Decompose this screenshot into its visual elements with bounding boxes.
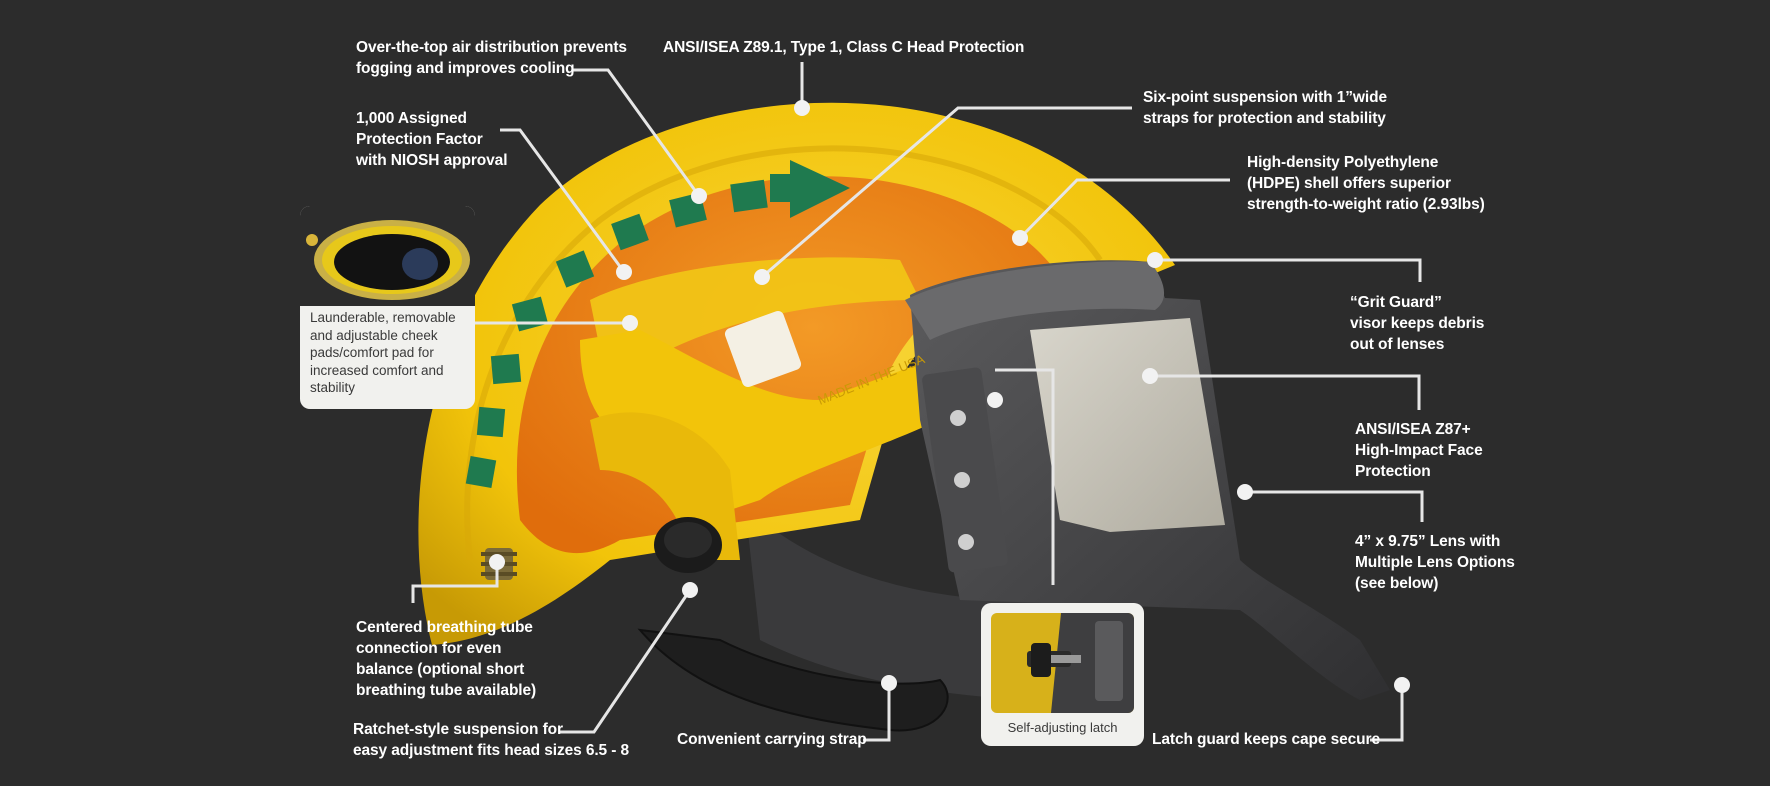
inset-cheek-pads: Launderable, removable and adjustable ch… [300,206,475,409]
callout-ansi-head-protection: ANSI/ISEA Z89.1, Type 1, Class C Head Pr… [663,39,1025,56]
leader-six-point [761,106,1132,279]
leader-hdpe [1018,178,1230,240]
callout-air-distribution: Over-the-top air distribution prevents f… [356,39,627,77]
callout-ratchet-suspension: Ratchet-style suspension for easy adjust… [353,721,630,759]
callout-ansi-face-protection: ANSI/ISEA Z87+ High-Impact Face Protecti… [1355,421,1483,480]
callout-latch-guard: Latch guard keeps cape secure [1152,731,1380,748]
leader-air [572,68,701,197]
leader-tube [411,562,499,603]
inset-self-adjusting-latch: Self-adjusting latch [981,603,1144,746]
lens [1030,318,1225,532]
visor-latch [922,367,1008,573]
callout-protection-factor: 1,000 Assigned Protection Factor with NI… [356,110,508,169]
suspension-buckle [724,310,802,388]
callout-carrying-strap: Convenient carrying strap [677,731,867,748]
leader-latch-guard [1370,685,1404,742]
latch-photo [991,613,1134,713]
shell-rim [464,145,1103,561]
leader-latch [995,368,1055,585]
grit-guard [905,261,1165,340]
callout-breathing-tube: Centered breathing tube connection for e… [356,619,537,699]
callout-hdpe-shell: High-density Polyethylene (HDPE) shell o… [1247,154,1485,213]
leader-ratchet [560,589,692,734]
leader-lines [411,62,1424,742]
inset-latch-caption: Self-adjusting latch [1007,720,1118,735]
leader-dots [489,100,1410,693]
leader-apf [500,128,626,273]
leader-ansi-face [1150,374,1421,410]
leader-strap [863,683,891,742]
callout-grit-guard: “Grit Guard” visor keeps debris out of l… [1350,294,1485,353]
callout-six-point-suspension: Six-point suspension with 1”wide straps … [1143,89,1387,127]
inset-cheek-pads-text: Launderable, removable and adjustable ch… [310,310,456,395]
leader-lens [1245,490,1424,522]
cheek-pad-photo [300,206,475,306]
carrying-strap-shape [637,628,949,732]
callout-lens: 4” x 9.75” Lens with Multiple Lens Optio… [1355,533,1515,592]
suspension-band [590,257,920,400]
leader-grit [1155,258,1422,282]
